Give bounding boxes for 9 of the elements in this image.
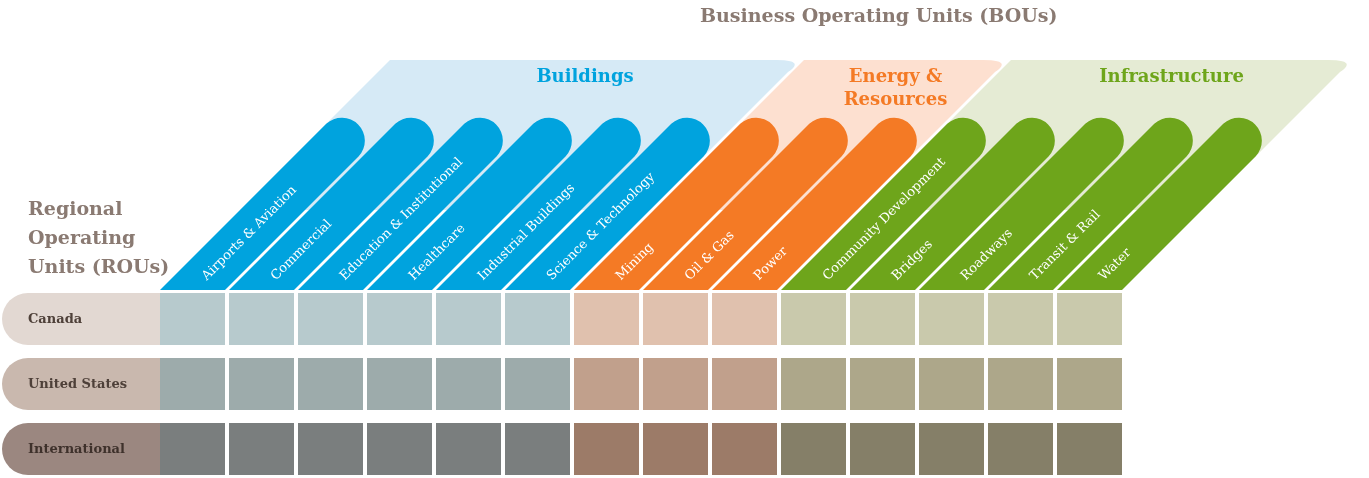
axis-title: Regional Operating Units (ROUs)	[28, 196, 171, 279]
column-label: Oil & Gas	[681, 227, 738, 284]
group-title: Buildings	[535, 64, 635, 87]
group-title: Infrastructure	[1098, 64, 1245, 87]
row-label: Canada	[2, 293, 160, 345]
group-title: Energy & Resources	[842, 64, 949, 110]
row-label: United States	[2, 358, 160, 410]
row-label: International	[2, 423, 160, 475]
heading: Business Operating Units (BOUs)	[700, 4, 1058, 26]
